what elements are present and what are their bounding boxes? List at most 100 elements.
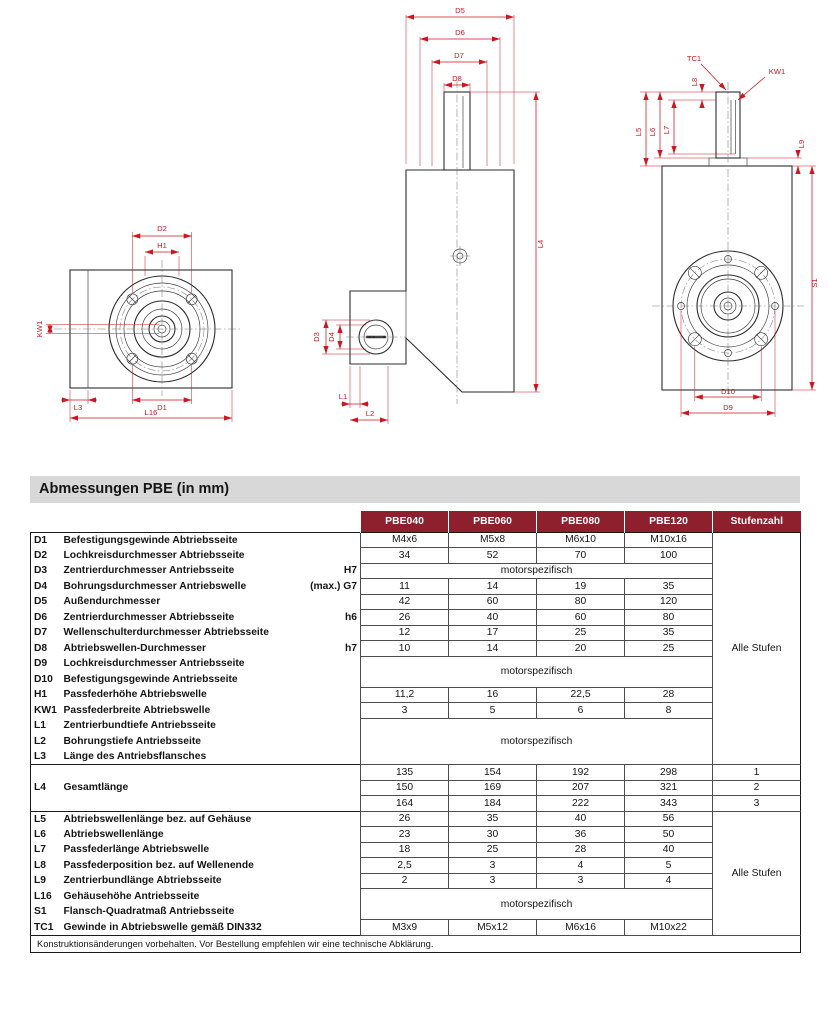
table-row: D2 Lochkreisdurchmesser Abtriebsseite 34…	[30, 547, 801, 564]
row-tolerance	[307, 904, 361, 920]
row-label: Lochkreisdurchmesser Antriebsseite	[63, 658, 245, 670]
value-cell: 222	[536, 795, 626, 812]
value-cell: 12	[360, 624, 450, 641]
row-label: Bohrungstiefe Antriebsseite	[63, 735, 202, 747]
row-tolerance	[306, 531, 361, 548]
row-code: L8	[30, 857, 61, 873]
value-cell: 3	[536, 872, 626, 889]
row-tolerance	[307, 594, 361, 610]
row-code: L7	[30, 842, 61, 858]
row-code: D1	[30, 531, 61, 548]
value-cell: 5	[624, 857, 714, 874]
table-row: D6 Zentrierdurchmesser Abtriebsseite h6 …	[30, 609, 801, 626]
row-tolerance	[307, 656, 361, 672]
row-tolerance	[307, 703, 361, 719]
stufenzahl-cell: 1	[712, 764, 802, 781]
value-cell: 4	[536, 857, 626, 874]
value-cell: M10x22	[624, 919, 714, 936]
side-view-drawing: D5 D6 D7 D8 L4 D3 D4	[312, 6, 545, 424]
value-cell: 17	[448, 624, 538, 641]
row-code: TC1	[30, 919, 61, 935]
row-tolerance	[307, 687, 361, 703]
value-cell: 154	[448, 764, 538, 781]
table-row: L2 Bohrungstiefe Antriebsseite	[30, 733, 801, 749]
row-code: L4	[30, 764, 61, 811]
footnote: Konstruktionsänderungen vorbehalten. Vor…	[29, 934, 802, 953]
row-label: Länge des Antriebsflansches	[63, 751, 207, 762]
value-cell: 25	[448, 841, 538, 858]
value-cell: 35	[624, 578, 714, 595]
dimensions: D2 H1 KW1 L3 D1 L16	[35, 224, 233, 422]
table-row: S1 Flansch-Quadratmaß Antriebsseite	[30, 904, 801, 920]
column-header-pbe060: PBE060	[448, 511, 537, 532]
table-row: D9 Lochkreisdurchmesser Antriebsseite mo…	[30, 655, 801, 688]
dim-label-l5: L5	[634, 128, 643, 136]
row-tolerance	[307, 858, 361, 874]
value-cell: 4	[624, 872, 714, 889]
table-row: L4 Gesamtlänge 135 154 192 298 1	[30, 764, 802, 811]
value-cell: 35	[624, 624, 714, 641]
value-cell: 3	[448, 857, 538, 874]
motor-specific-cell: motorspezifisch	[360, 717, 714, 765]
row-label: Abtriebswellen-Durchmesser	[63, 642, 207, 654]
value-cell: 40	[448, 609, 538, 626]
value-cell: M6x10	[536, 531, 626, 548]
value-cell: 169	[448, 779, 538, 796]
center-lines	[54, 260, 240, 396]
value-cell: 35	[448, 810, 538, 827]
row-tolerance	[307, 625, 361, 641]
value-cell: 16	[448, 686, 538, 703]
value-cell: 80	[624, 609, 714, 626]
value-cell: 321	[624, 779, 714, 796]
row-label: Befestigungsgewinde Antriebsseite	[63, 673, 238, 685]
row-code: KW1	[30, 702, 61, 718]
dim-label-tc1: TC1	[687, 54, 701, 63]
row-label: Passfederbreite Abtriebswelle	[63, 704, 211, 716]
value-cell: 26	[360, 609, 450, 626]
value-cell: 70	[536, 547, 626, 564]
row-tolerance	[307, 749, 361, 765]
value-cell: 40	[536, 810, 626, 827]
value-cell: 100	[624, 547, 714, 564]
row-code: D8	[30, 640, 61, 656]
row-tolerance	[306, 810, 361, 827]
dim-label-l1: L1	[339, 392, 347, 401]
motor-specific-cell: motorspezifisch	[360, 888, 714, 920]
value-cell: 34	[360, 547, 450, 564]
value-cell: M6x16	[536, 919, 626, 936]
row-label: Außendurchmesser	[63, 596, 161, 608]
table-row: L6 Abtriebswellenlänge 23 30 36 50	[30, 826, 801, 843]
table-row: L16 Gehäusehöhe Antriebsseite motorspezi…	[30, 888, 801, 920]
table-row: D7 Wellenschulterdurchmesser Abtriebssei…	[30, 624, 801, 641]
center-lines	[652, 82, 804, 400]
value-cell: 20	[536, 640, 626, 657]
row-label: Zentrierdurchmesser Antriebsseite	[63, 565, 235, 577]
table-row: L8 Passfederposition bez. auf Wellenende…	[30, 857, 801, 874]
column-header-pbe120: PBE120	[624, 511, 713, 532]
stufenzahl-cell: Alle Stufen	[712, 810, 802, 936]
dim-label-l4: L4	[536, 240, 545, 248]
value-cell: 11,2	[360, 686, 450, 703]
value-cell: 80	[536, 593, 626, 610]
value-cell: 14	[448, 640, 538, 657]
value-cell: M5x12	[448, 919, 538, 936]
table-row: 150 169 207 321 2	[31, 779, 802, 796]
value-cell: 26	[360, 810, 450, 827]
value-cell: 6	[536, 702, 626, 719]
dim-label-kw1: KW1	[769, 67, 785, 76]
row-tolerance	[307, 827, 361, 843]
row-tolerance	[307, 842, 361, 858]
center-lines	[346, 80, 458, 404]
dim-label-d5: D5	[455, 6, 465, 15]
value-cell: 298	[624, 764, 714, 781]
dim-label-l7: L7	[662, 126, 671, 134]
value-cell: 10	[360, 640, 450, 657]
dim-label-d7: D7	[454, 51, 464, 60]
row-code: L16	[30, 888, 61, 904]
dim-label-l3: L3	[74, 403, 82, 412]
stufenzahl-cell: 3	[712, 795, 802, 812]
dim-label-s1: S1	[810, 278, 819, 287]
dim-label-d6: D6	[455, 28, 465, 37]
section-title: Abmessungen PBE (in mm)	[30, 476, 800, 503]
row-code: D4	[30, 578, 61, 594]
